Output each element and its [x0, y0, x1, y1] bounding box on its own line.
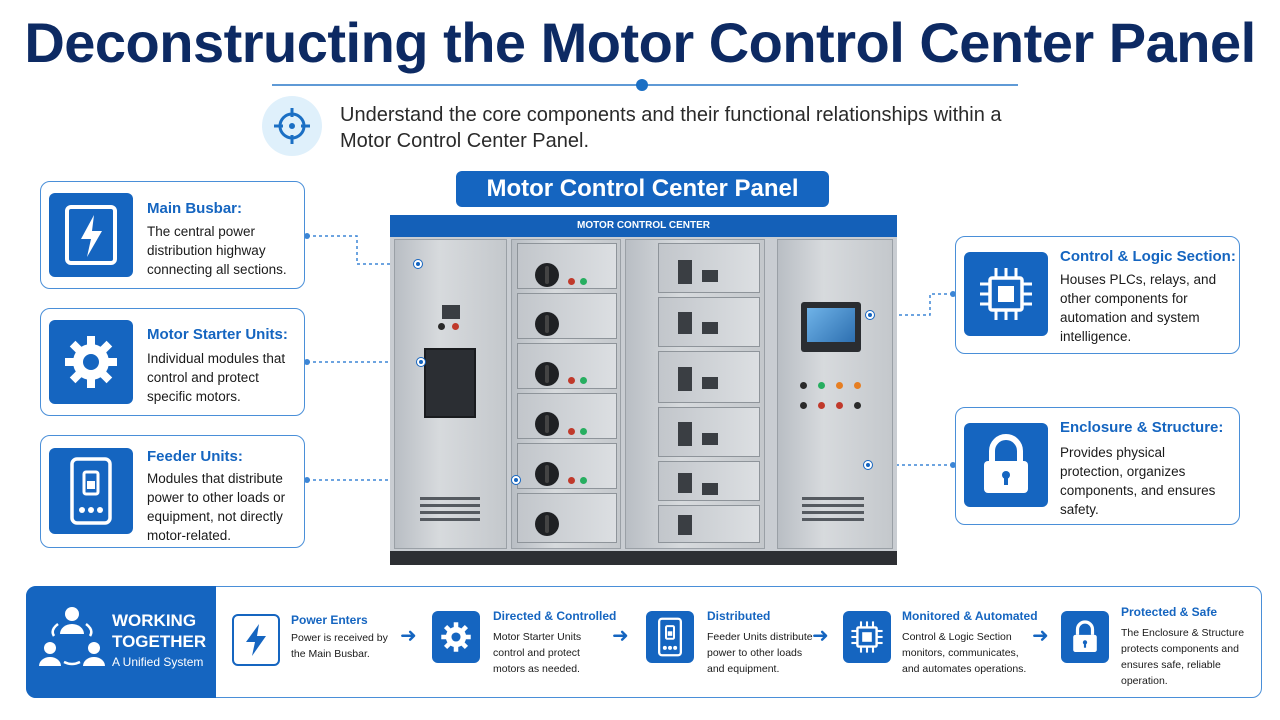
- step-title: Monitored & Automated: [902, 609, 1038, 623]
- step-body: Power is received by the Main Busbar.: [291, 632, 388, 660]
- lock-icon: [964, 423, 1048, 507]
- working-together-subtitle: A Unified System: [112, 655, 204, 669]
- card-title: Feeder Units:: [147, 448, 243, 465]
- card-motor-starter-units: Motor Starter Units: Individual modules …: [40, 308, 305, 416]
- card-main-busbar: Main Busbar: The central power distribut…: [40, 181, 305, 289]
- gear-icon: [432, 611, 480, 663]
- cabinet-section-control: [777, 239, 893, 549]
- working-together-header: [26, 586, 216, 698]
- arrow-right-icon: ➜: [812, 625, 829, 647]
- main-breaker: [424, 348, 476, 418]
- card-title: Motor Starter Units:: [147, 326, 288, 343]
- hmi-display: [801, 302, 861, 352]
- team-icon: [38, 602, 106, 670]
- card-body: Provides physical protection, organizes …: [1060, 445, 1216, 517]
- card-control-logic: Control & Logic Section: Houses PLCs, re…: [955, 236, 1240, 354]
- working-together-title: WORKING TOGETHER: [112, 611, 207, 651]
- step-title: Directed & Controlled: [493, 609, 617, 623]
- target-icon: [262, 96, 322, 156]
- page-subtitle: Understand the core components and their…: [340, 104, 1002, 152]
- card-body: Modules that distribute power to other l…: [147, 471, 286, 543]
- step-body: Feeder Units distribute power to other l…: [707, 631, 813, 675]
- card-body: The central power distribution highway c…: [147, 224, 287, 277]
- arrow-right-icon: ➜: [1032, 625, 1049, 647]
- chip-icon: [964, 252, 1048, 336]
- lock-icon: [1061, 611, 1109, 663]
- panel-title-badge: Motor Control Center Panel: [456, 171, 829, 207]
- feeder-module-icon: [49, 448, 133, 534]
- mcc-cabinet-illustration: MOTOR CONTROL CENTER: [390, 215, 897, 565]
- card-feeder-units: Feeder Units: Modules that distribute po…: [40, 435, 305, 548]
- card-enclosure-structure: Enclosure & Structure: Provides physical…: [955, 407, 1240, 525]
- step-body: Control & Logic Section monitors, commun…: [902, 631, 1027, 675]
- cabinet-top-bar: [390, 215, 897, 237]
- step-body: The Enclosure & Structure protects compo…: [1121, 627, 1245, 687]
- card-title: Enclosure & Structure:: [1060, 419, 1224, 436]
- gear-icon: [49, 320, 133, 404]
- page-title: Deconstructing the Motor Control Center …: [24, 11, 1256, 74]
- lightning-icon: [232, 614, 280, 666]
- card-body: Houses PLCs, relays, and other component…: [1060, 272, 1217, 344]
- lightning-icon: [49, 193, 133, 277]
- card-body: Individual modules that control and prot…: [147, 351, 286, 404]
- card-title: Main Busbar:: [147, 200, 243, 217]
- step-title: Distributed: [707, 609, 771, 623]
- feeder-module-icon: [646, 611, 694, 663]
- cabinet-label: MOTOR CONTROL CENTER: [577, 220, 710, 231]
- step-title: Protected & Safe: [1121, 605, 1218, 619]
- arrow-right-icon: ➜: [400, 625, 417, 647]
- step-body: Motor Starter Units control and protect …: [493, 631, 582, 675]
- step-title: Power Enters: [291, 613, 368, 627]
- chip-icon: [843, 611, 891, 663]
- title-divider-dot: [636, 79, 648, 91]
- arrow-right-icon: ➜: [612, 625, 629, 647]
- card-title: Control & Logic Section:: [1060, 248, 1236, 265]
